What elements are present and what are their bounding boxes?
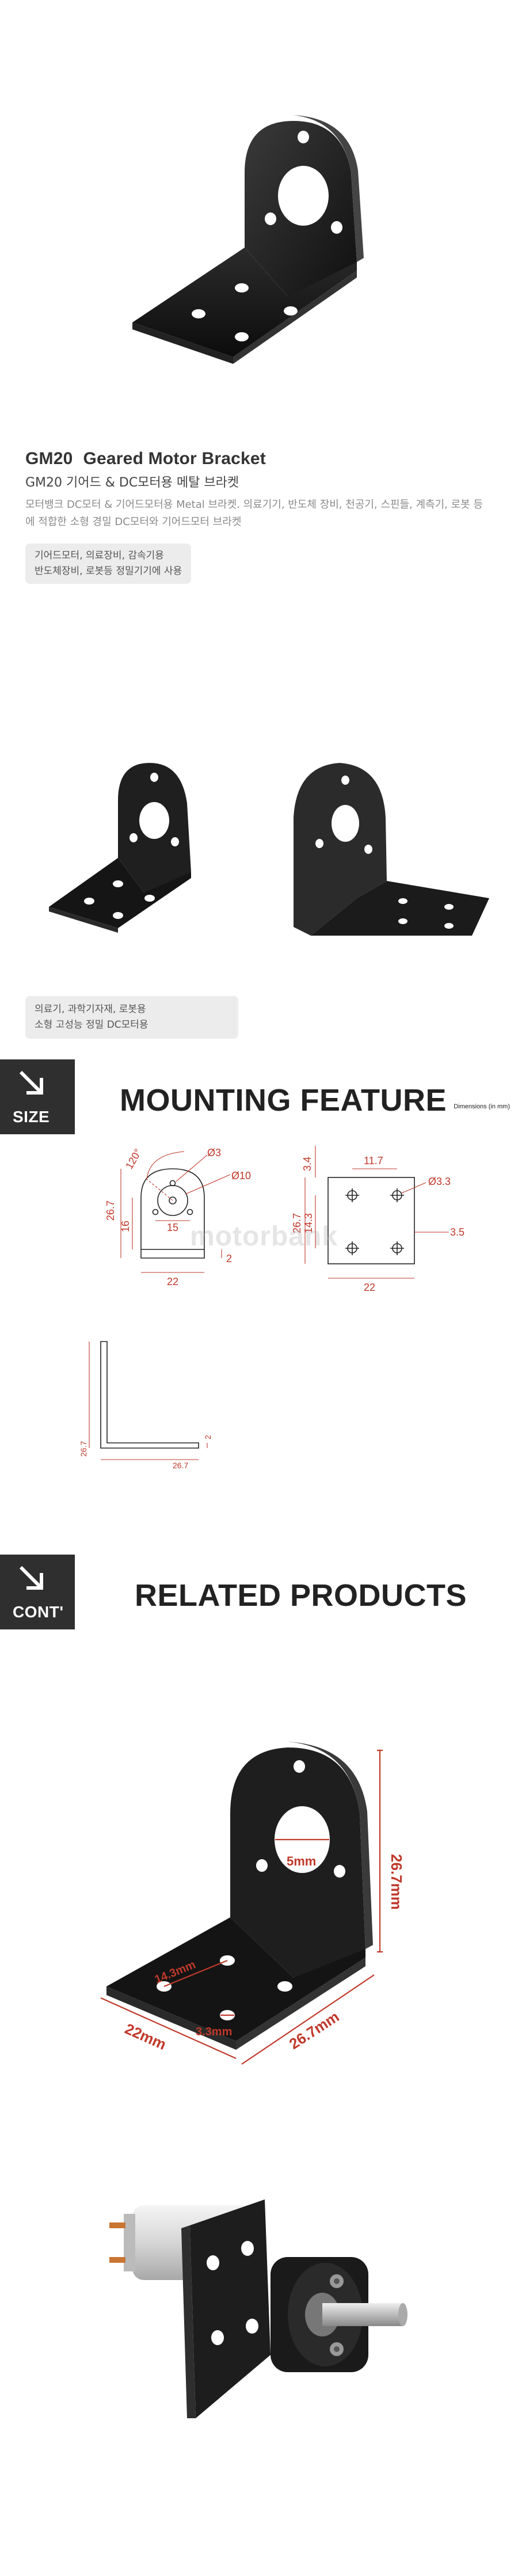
bracket-hero-image: [132, 115, 364, 364]
product-subtitle: GM20 기어드 & DC모터용 메탈 브라켓: [25, 476, 239, 490]
bracket-photo-pair: [49, 763, 489, 936]
product-small-hole-label: 3.3mm: [196, 2026, 232, 2038]
side-edge-label: 3.5: [450, 1226, 464, 1238]
related-spacer: [0, 1629, 518, 1699]
side-view-drawing: [304, 1146, 449, 1279]
dimension-drawings: Dimensions (in mm) motorbank: [0, 1103, 518, 1555]
related-section-header: CONT' RELATED PRODUCTS: [0, 1555, 518, 1629]
related-badge: CONT': [0, 1555, 75, 1629]
drawing-canvas: 120° Ø3 Ø10 26.7 16 15 22 2: [79, 1146, 464, 1470]
front-view-drawing: [120, 1151, 231, 1273]
front-inner-width-label: 15: [167, 1222, 178, 1233]
arrow-down-right-icon: [19, 1070, 43, 1095]
hero-photo: [0, 0, 518, 449]
bracket-with-motor-photo: [0, 2096, 518, 2574]
side-hole-label: Ø3.3: [428, 1176, 451, 1187]
angle-label: 120°: [123, 1147, 144, 1171]
side-top-label: 3.4: [302, 1157, 313, 1171]
side-height-label: 26.7: [291, 1213, 303, 1233]
bracket-dimension-image: 26.7mm 26.7mm 22mm 5mm 14.3mm 3.3mm: [100, 1742, 405, 2065]
watermark-text: motorbank: [190, 1221, 338, 1252]
front-inner-height-label: 16: [120, 1221, 131, 1232]
size-section-header: SIZE MOUNTING FEATURE: [0, 1059, 518, 1134]
size-badge-label: SIZE: [13, 1108, 50, 1126]
bracket-dimension-photo: 26.7mm 26.7mm 22mm 5mm 14.3mm 3.3mm: [0, 1699, 518, 2096]
front-thickness-label: 2: [226, 1253, 232, 1264]
front-width-label: 22: [167, 1276, 178, 1287]
bracket-motor-image: [109, 2199, 407, 2418]
profile-thickness-label: 2: [203, 1435, 212, 1439]
related-section-title: RELATED PRODUCTS: [135, 1578, 467, 1613]
product-description: 모터뱅크 DC모터 & 기어드모터용 Metal 브라켓. 의료기기, 반도체 …: [25, 499, 483, 528]
usage-caption-line-2: 소형 고성능 정밀 DC모터용: [35, 1019, 148, 1031]
arrow-down-right-icon: [19, 1566, 43, 1590]
small-hole-label: Ø3: [207, 1147, 221, 1158]
product-code: GM20: [25, 449, 73, 468]
usage-tags-line-2: 반도체장비, 로봇등 정밀기기에 사용: [35, 565, 182, 577]
dimension-unit-note: Dimensions (in mm): [454, 1103, 510, 1110]
profile-view-labels: 26.7 26.7 2: [79, 1435, 212, 1470]
size-badge: SIZE: [0, 1059, 75, 1134]
product-depth-label: 26.7mm: [286, 2008, 342, 2053]
profile-width-label: 26.7: [173, 1461, 188, 1470]
bracket-photo-left: [49, 763, 191, 933]
big-hole-label: Ø10: [231, 1170, 251, 1181]
profile-height-label: 26.7: [79, 1441, 88, 1457]
usage-tags-line-1: 기어드모터, 의료장비, 감속기용: [35, 550, 164, 561]
front-height-label: 26.7: [105, 1200, 116, 1221]
related-badge-label: CONT': [13, 1603, 64, 1621]
side-spacing-x-label: 11.7: [364, 1155, 383, 1167]
front-view-labels: 120° Ø3 Ø10 26.7 16 15 22 2: [105, 1147, 251, 1287]
size-section-title: MOUNTING FEATURE: [120, 1083, 447, 1118]
product-big-hole-label: 5mm: [287, 1854, 316, 1868]
product-name: Geared Motor Bracket: [83, 449, 266, 468]
side-spacing-y-label: 14.3: [303, 1213, 314, 1233]
product-photos: 의료기, 과학기자재, 로봇용 소형 고성능 정밀 DC모터용: [0, 708, 518, 1059]
usage-caption: 의료기, 과학기자재, 로봇용 소형 고성능 정밀 DC모터용: [25, 996, 238, 1039]
product-intro: GM20 Geared Motor Bracket GM20 기어드 & DC모터…: [0, 449, 518, 708]
product-height-label: 26.7mm: [388, 1854, 405, 1910]
product-title: GM20 Geared Motor Bracket: [25, 449, 495, 469]
side-width-label: 22: [364, 1282, 375, 1293]
side-view-labels: 3.4 11.7 Ø3.3 14.3 26.7 3.5 22: [291, 1155, 464, 1293]
usage-tags: 기어드모터, 의료장비, 감속기용 반도체장비, 로봇등 정밀기기에 사용: [25, 544, 192, 584]
profile-view-drawing: [89, 1341, 208, 1460]
usage-caption-line-1: 의료기, 과학기자재, 로봇용: [35, 1004, 146, 1015]
bracket-photo-right: [294, 763, 489, 936]
